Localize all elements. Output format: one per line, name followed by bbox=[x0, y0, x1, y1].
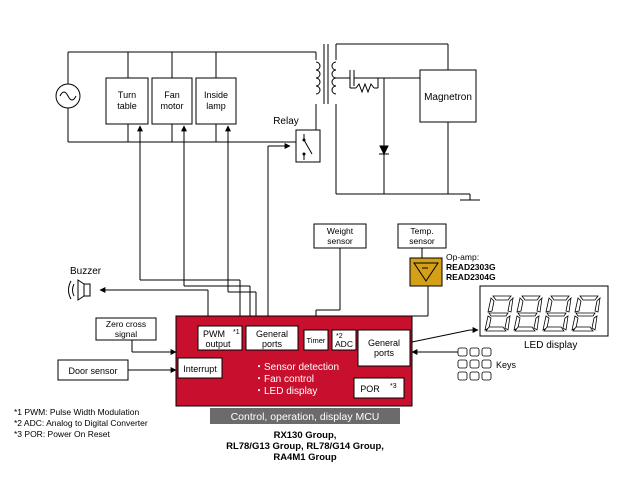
door-sensor-label: Door sensor bbox=[68, 366, 117, 376]
zero-cross-label-2: signal bbox=[115, 329, 137, 339]
turntable-label-1: Turn bbox=[118, 90, 136, 100]
general-ports-top-box: General ports bbox=[245, 325, 299, 351]
opamp-part-2: READ2304G bbox=[446, 272, 496, 282]
inside-lamp-label-1: Inside bbox=[204, 90, 228, 100]
feature-led-display: ・LED display bbox=[254, 386, 317, 397]
zero-cross-label-1: Zero cross bbox=[106, 319, 146, 329]
por-mark: *3 bbox=[390, 383, 397, 390]
group-line-1: RX130 Group, bbox=[274, 430, 337, 441]
relay-label: Relay bbox=[273, 116, 299, 127]
led-display: LED display bbox=[479, 285, 609, 351]
adc-mark: *2 bbox=[336, 333, 343, 340]
weight-sensor-label-2: sensor bbox=[327, 236, 353, 246]
interrupt-label: Interrupt bbox=[183, 364, 217, 374]
mcu-title-bar: Control, operation, display MCU bbox=[210, 408, 400, 424]
general-ports-right-label-1: General bbox=[368, 338, 400, 348]
magnetron-box: Magnetron bbox=[419, 69, 477, 123]
mcu-title: Control, operation, display MCU bbox=[231, 411, 380, 423]
fan-motor-label-2: motor bbox=[160, 101, 183, 111]
opamp-box: Op-amp: READ2303G READ2304G bbox=[409, 252, 496, 287]
weight-sensor-box: Weight sensor bbox=[313, 223, 367, 249]
turntable-box: Turn table bbox=[105, 77, 149, 125]
interrupt-box: Interrupt bbox=[177, 357, 223, 379]
por-box: POR *3 bbox=[353, 377, 405, 399]
transformer-icon bbox=[315, 44, 337, 104]
inside-lamp-box: Inside lamp bbox=[195, 77, 237, 125]
general-ports-right-label-2: ports bbox=[374, 348, 395, 358]
inside-lamp-label-2: lamp bbox=[206, 101, 226, 111]
pwm-label-1: PWM bbox=[203, 329, 225, 339]
temp-sensor-label-2: sensor bbox=[409, 236, 435, 246]
general-ports-top-label-2: ports bbox=[262, 339, 283, 349]
keypad-icon bbox=[457, 347, 492, 381]
temp-sensor-box: Temp. sensor bbox=[397, 223, 447, 249]
keypad: Keys bbox=[457, 347, 517, 381]
timer-label: Timer bbox=[307, 336, 326, 345]
buzzer-label: Buzzer bbox=[70, 266, 102, 277]
group-line-2: RL78/G13 Group, RL78/G14 Group, bbox=[226, 441, 384, 452]
por-label: POR bbox=[360, 384, 380, 394]
temp-sensor-label-1: Temp. bbox=[410, 226, 433, 236]
adc-label: ADC bbox=[335, 339, 353, 349]
fan-motor-label-1: Fan bbox=[164, 90, 180, 100]
speaker-icon bbox=[68, 279, 91, 301]
feature-sensor-detection: ・Sensor detection bbox=[254, 362, 339, 373]
general-ports-top-label-1: General bbox=[256, 329, 288, 339]
general-ports-right-box: General ports bbox=[357, 329, 411, 367]
buzzer: Buzzer bbox=[68, 266, 102, 301]
timer-box: Timer bbox=[303, 329, 329, 351]
pwm-mark: *1 bbox=[233, 329, 240, 336]
feature-fan-control: ・Fan control bbox=[254, 374, 314, 385]
led-display-label: LED display bbox=[524, 340, 577, 351]
keys-label: Keys bbox=[496, 360, 517, 370]
seven-segment-icon bbox=[484, 295, 601, 332]
magnetron-label: Magnetron bbox=[424, 92, 472, 103]
ac-source-icon bbox=[55, 83, 81, 109]
footnote-pwm: *1 PWM: Pulse Width Modulation bbox=[14, 407, 139, 417]
mcu-block: PWM *1 output General ports Timer *2 ADC… bbox=[175, 315, 413, 407]
footnote-por: *3 POR: Power On Reset bbox=[14, 429, 111, 439]
pwm-label-2: output bbox=[205, 339, 231, 349]
weight-sensor-label-1: Weight bbox=[327, 226, 354, 236]
fan-motor-box: Fan motor bbox=[151, 77, 193, 125]
footnote-adc: *2 ADC: Analog to Digital Converter bbox=[14, 418, 148, 428]
turntable-label-2: table bbox=[117, 101, 137, 111]
adc-box: *2 ADC bbox=[331, 329, 357, 351]
zero-cross-box: Zero cross signal bbox=[95, 317, 157, 341]
relay-box: Relay bbox=[273, 116, 321, 163]
group-line-3: RA4M1 Group bbox=[273, 452, 337, 463]
pwm-output-box: PWM *1 output bbox=[197, 325, 243, 351]
door-sensor-box: Door sensor bbox=[57, 359, 129, 381]
opamp-part-1: READ2303G bbox=[446, 262, 496, 272]
opamp-title: Op-amp: bbox=[446, 252, 479, 262]
